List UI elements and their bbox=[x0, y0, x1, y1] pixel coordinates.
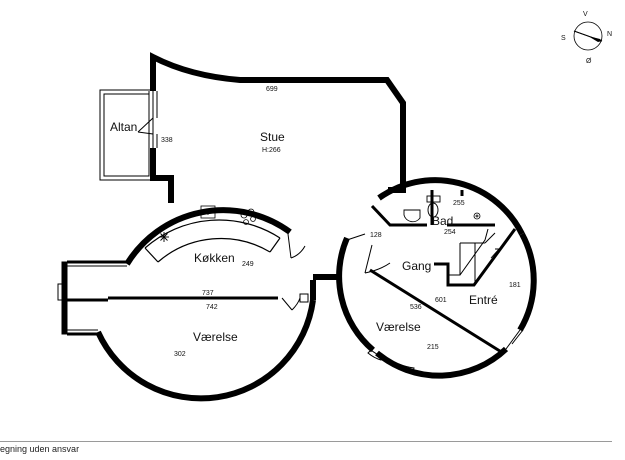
dim-stue-width: 699 bbox=[266, 86, 278, 93]
dim-stue-depth: 338 bbox=[161, 137, 173, 144]
compass: S V N Ø bbox=[561, 11, 612, 65]
stue-height-label: H:266 bbox=[262, 147, 281, 154]
footer-rule bbox=[0, 441, 612, 442]
room-label-altan: Altan bbox=[110, 120, 137, 134]
dim-vaerelse-depth: 302 bbox=[174, 351, 186, 358]
room-label-bad: Bad bbox=[432, 214, 453, 228]
dim-vaerelse-right: 215 bbox=[427, 344, 439, 351]
bedroom-door-left bbox=[281, 293, 309, 311]
footer-disclaimer: egning uden ansvar bbox=[0, 444, 80, 454]
living-room-walls bbox=[150, 52, 406, 203]
compass-letter-v: V bbox=[583, 11, 588, 18]
fridge-snowflake-icon bbox=[159, 232, 169, 242]
sink-icon bbox=[200, 205, 216, 219]
drain-icon bbox=[473, 212, 481, 220]
stair-structure bbox=[434, 228, 517, 287]
right-doors bbox=[346, 233, 524, 350]
dim-gang: 128 bbox=[370, 232, 382, 239]
compass-letter-o: Ø bbox=[586, 58, 592, 65]
dim-koekken-width: 737 bbox=[202, 290, 214, 297]
stair-arrow-icon bbox=[490, 248, 500, 259]
room-label-koekken: Køkken bbox=[194, 251, 235, 265]
hall-bedroom-partition bbox=[369, 268, 504, 355]
room-label-stue: Stue bbox=[260, 130, 285, 144]
room-label-entre: Entré bbox=[469, 293, 498, 307]
left-round-walls bbox=[95, 207, 316, 402]
dim-diag-a: 536 bbox=[410, 304, 422, 311]
toilet-icon bbox=[426, 195, 441, 218]
dim-bad-width: 255 bbox=[453, 200, 465, 207]
compass-letter-s: S bbox=[561, 35, 566, 42]
dim-vaerelse-width: 742 bbox=[206, 304, 218, 311]
bath-sink-icon bbox=[403, 209, 421, 223]
room-label-vaerelse-right: Værelse bbox=[376, 320, 421, 334]
stove-icon bbox=[240, 208, 256, 225]
dim-diag-b: 601 bbox=[435, 297, 447, 304]
room-label-vaerelse-left: Værelse bbox=[193, 330, 238, 344]
dim-entre-depth: 181 bbox=[509, 282, 521, 289]
dim-koekken: 249 bbox=[242, 261, 254, 268]
living-room-window bbox=[148, 91, 158, 148]
balcony-door bbox=[137, 117, 154, 135]
room-label-gang: Gang bbox=[402, 259, 431, 273]
kitchen-door bbox=[287, 233, 306, 259]
left-window-structure bbox=[57, 260, 127, 336]
right-bedroom-windows bbox=[367, 349, 415, 373]
compass-letter-n: N bbox=[607, 31, 612, 38]
right-round-walls bbox=[336, 177, 537, 379]
compass-ring-icon bbox=[573, 21, 603, 51]
balcony bbox=[99, 89, 154, 181]
dim-bad-depth: 254 bbox=[444, 229, 456, 236]
